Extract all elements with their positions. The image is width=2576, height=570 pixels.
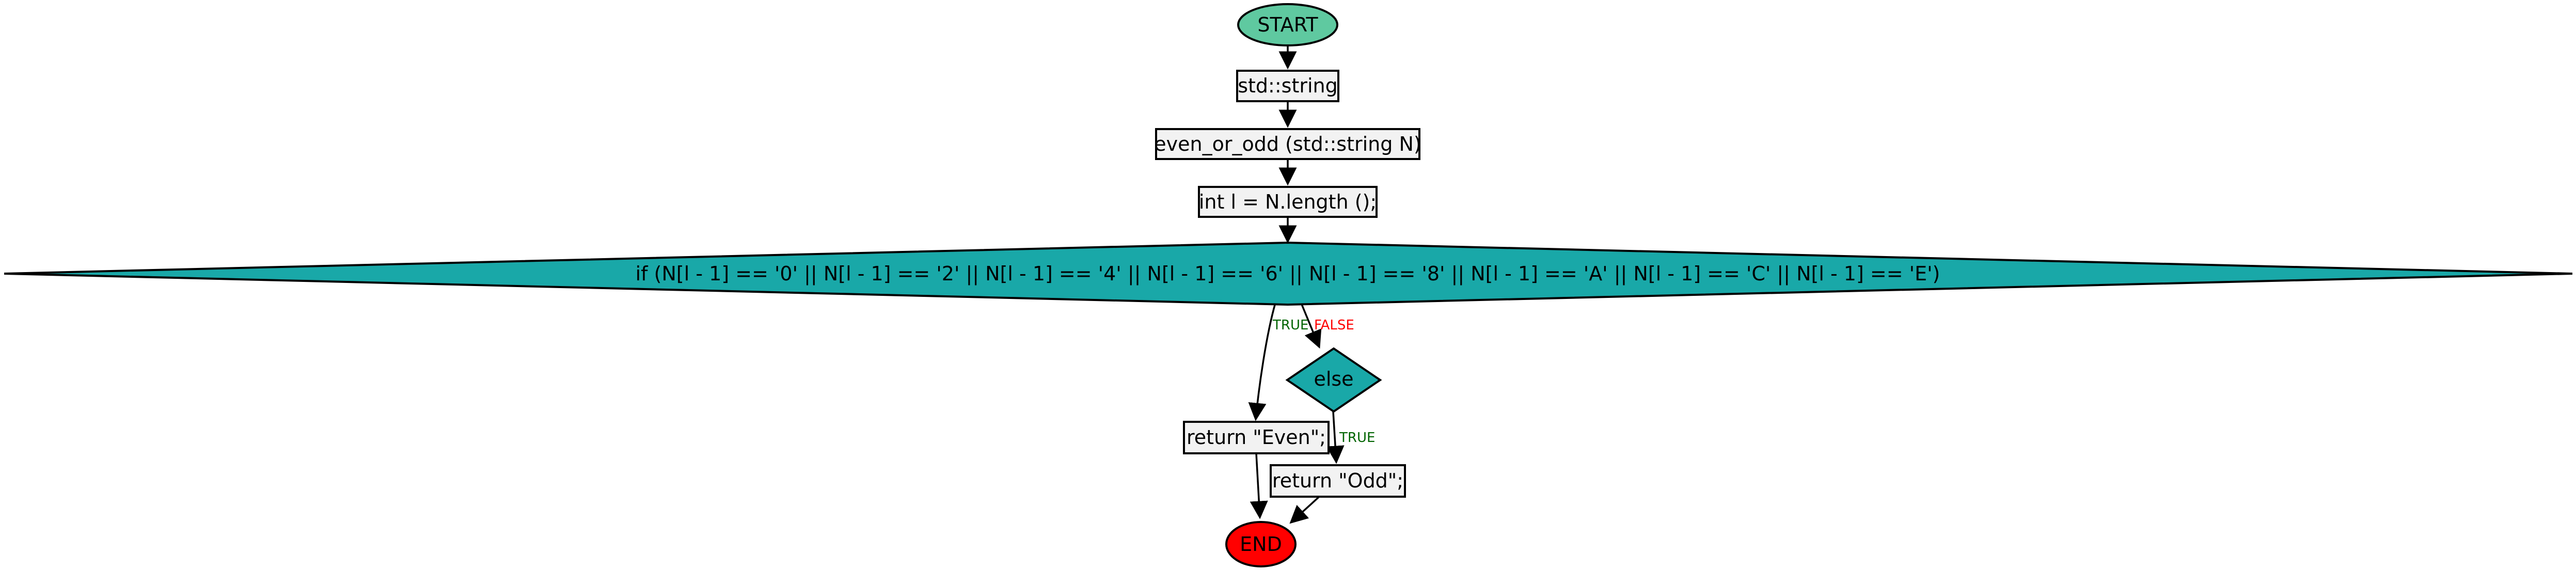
- node-declaration-label: std::string: [1238, 74, 1338, 97]
- node-return-odd-label: return "Odd";: [1272, 469, 1403, 492]
- node-else: else: [1285, 347, 1382, 413]
- node-return-even-label: return "Even";: [1187, 426, 1326, 449]
- node-start: START: [1237, 3, 1338, 46]
- edge-label-else-true: TRUE: [1339, 430, 1375, 446]
- node-condition-shape: [4, 241, 2573, 306]
- edge-label-cond-true: TRUE: [1272, 318, 1308, 333]
- edge-return-even-to-end: [1250, 453, 1268, 519]
- edge-else-to-return-odd: [1326, 411, 1345, 464]
- node-end-shape: [1225, 521, 1297, 567]
- node-return-even-shape: [1183, 421, 1330, 454]
- node-start-label: START: [1257, 13, 1318, 36]
- node-return-odd: return "Odd";: [1270, 464, 1406, 498]
- node-start-shape: [1237, 3, 1338, 46]
- edge-return-odd-to-end: [1289, 496, 1320, 524]
- node-assignment-shape: [1198, 186, 1378, 218]
- node-else-shape: [1285, 347, 1382, 413]
- node-assignment-label: int l = N.length ();: [1199, 191, 1377, 213]
- node-condition-label: if (N[l - 1] == '0' || N[l - 1] == '2' |…: [636, 262, 1940, 286]
- node-return-even: return "Even";: [1183, 421, 1330, 454]
- edge-cond-true-to-return-even: [1248, 303, 1276, 421]
- edge-cond-false-to-else: [1300, 303, 1322, 349]
- node-assignment: int l = N.length ();: [1198, 186, 1378, 218]
- node-end-label: END: [1240, 533, 1282, 556]
- node-else-label: else: [1314, 368, 1353, 390]
- node-function-shape: [1155, 128, 1420, 160]
- node-return-odd-shape: [1270, 464, 1406, 498]
- node-declaration-shape: [1236, 70, 1339, 102]
- edges: [1248, 45, 1345, 524]
- edge-label-cond-false: FALSE: [1314, 318, 1354, 333]
- node-end: END: [1225, 521, 1297, 567]
- node-function: even_or_odd (std::string N): [1154, 128, 1421, 160]
- node-declaration: std::string: [1236, 70, 1339, 102]
- node-condition: if (N[l - 1] == '0' || N[l - 1] == '2' |…: [4, 241, 2573, 306]
- node-function-label: even_or_odd (std::string N): [1154, 133, 1421, 155]
